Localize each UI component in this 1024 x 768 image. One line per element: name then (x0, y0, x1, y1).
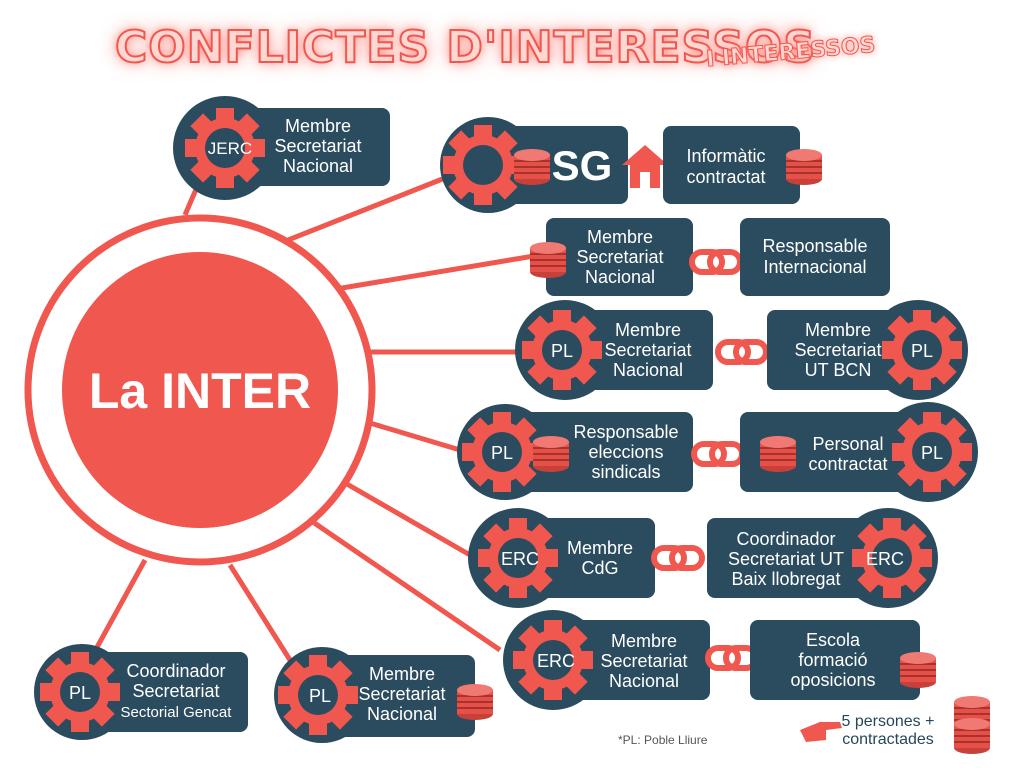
coins-icon (899, 651, 937, 689)
node-row-erc-esc: ERC Membre Secretariat Nacional Escola f… (503, 610, 937, 710)
node-jerc: JERC Membre Secretariat Nacional (173, 96, 390, 200)
role-line: Personal (812, 434, 883, 454)
diagram-title: CONFLICTES D'INTERESSOS (114, 21, 817, 74)
role-line: Internacional (763, 257, 866, 277)
chain-link-icon (654, 548, 702, 568)
role-line: Secretariat UT (728, 549, 844, 569)
role-line: Nacional (609, 671, 679, 691)
role-line: Sectorial Gencat (121, 704, 233, 721)
role-line: Secretariat (604, 340, 691, 360)
coins-icon (953, 695, 991, 755)
node-row-pl-elec: PL Responsable eleccions sindicals PL Pe… (457, 402, 978, 502)
org-label: ERC (866, 549, 904, 569)
chain-link-icon (708, 648, 756, 668)
role-line: Nacional (283, 156, 353, 176)
role-line: contractat (808, 454, 887, 474)
node-row-int: Membre Secretariat Nacional Responsable … (529, 218, 890, 296)
chain-link-icon (692, 252, 740, 272)
role-line: Membre (615, 320, 681, 340)
center-label: La INTER (89, 363, 311, 419)
role-line: Membre (285, 116, 351, 136)
role-line: CdG (581, 558, 618, 578)
role-line: sindicals (591, 462, 660, 482)
coins-icon (529, 241, 567, 279)
node-sg: SG Informàtic contractat (440, 117, 823, 213)
legend-text: 5 persones + contractades (828, 713, 948, 749)
coins-icon (456, 683, 494, 721)
role-line: Membre (567, 538, 633, 558)
org-label: PL (911, 341, 933, 361)
role-line: Coordinador (736, 529, 835, 549)
role-line: formació (798, 650, 867, 670)
role-line: contractat (686, 167, 765, 187)
org-label: PL (551, 341, 573, 361)
role-line: Secretariat (600, 651, 687, 671)
chain-link-icon (694, 444, 742, 464)
role-line: Responsable (573, 422, 678, 442)
coins-icon (513, 148, 551, 186)
role-line: Nacional (367, 704, 437, 724)
org-label: ERC (537, 651, 575, 671)
coins-icon (785, 148, 823, 186)
sg-label: SG (552, 142, 613, 189)
chain-link-icon (718, 342, 766, 362)
node-pl-nacional: PL Membre Secretariat Nacional (274, 647, 494, 743)
role-line: Membre (587, 227, 653, 247)
role-line: Escola (806, 630, 861, 650)
role-line: Secretariat (576, 247, 663, 267)
role-line: Membre (611, 631, 677, 651)
role-line: Membre (369, 664, 435, 684)
role-line: Secretariat (274, 136, 361, 156)
org-label: ERC (501, 549, 539, 569)
role-line: Responsable (762, 236, 867, 256)
role-line: Coordinador (126, 661, 225, 681)
node-row-pl-ut: PL Membre Secretariat Nacional PL Membre… (515, 300, 968, 400)
legend-line: contractades (842, 731, 934, 748)
org-label: PL (309, 686, 331, 706)
role-line: Secretariat (358, 684, 445, 704)
pointing-hand-icon (800, 722, 842, 742)
org-label: PL (69, 683, 91, 703)
coins-icon (532, 435, 570, 473)
role-line: Secretariat (794, 340, 881, 360)
org-label: PL (491, 443, 513, 463)
node-pl-gencat: PL Coordinador Secretariat Sectorial Gen… (34, 644, 248, 740)
center-node: La INTER (24, 214, 376, 566)
role-line: Nacional (613, 360, 683, 380)
house-icon (622, 145, 668, 188)
role-line: Informàtic (686, 146, 765, 166)
role-line: UT BCN (805, 360, 872, 380)
role-line: Baix llobregat (731, 569, 840, 589)
role-line: Nacional (585, 267, 655, 287)
role-line: eleccions (588, 442, 663, 462)
org-label: JERC (208, 139, 252, 158)
org-label: PL (921, 443, 943, 463)
coins-icon (759, 435, 797, 473)
footnote: *PL: Poble Lliure (618, 733, 708, 747)
role-line: oposicions (790, 670, 875, 690)
legend-line: 5 persones + (841, 713, 935, 730)
legend (800, 695, 991, 755)
node-row-erc-cdg: ERC Membre CdG ERC Coordinador Secretari… (468, 508, 938, 608)
role-line: Membre (805, 320, 871, 340)
role-line: Secretariat (132, 681, 219, 701)
